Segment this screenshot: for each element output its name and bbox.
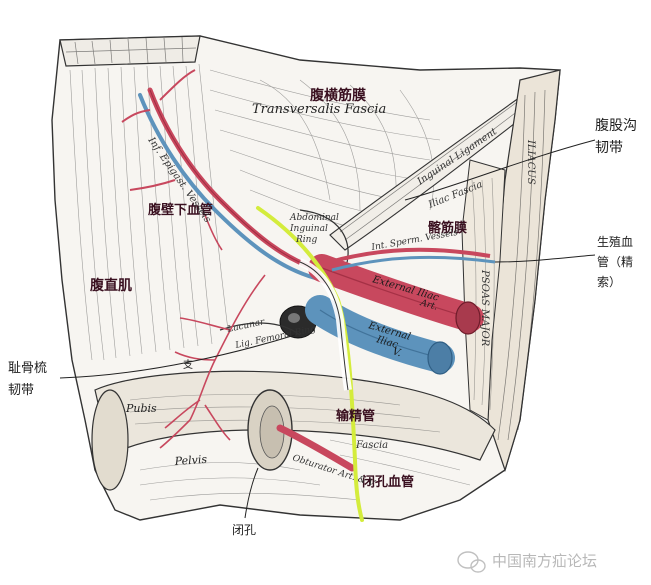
label-spermatic-cn-1: 生殖血 — [597, 234, 633, 249]
label-vas-deferens-cn: 输精管 — [336, 408, 375, 424]
label-abdominal-ring-2: Inguinal — [289, 224, 328, 234]
chat-bubble-icon — [457, 551, 486, 573]
internal-spermatic-vein — [331, 255, 496, 272]
label-obturator-foramen-cn: 闭孔 — [232, 523, 256, 537]
leader-lines — [59, 139, 596, 519]
label-inguinal-ligament-cn-1: 腹股沟 — [595, 117, 637, 134]
label-transversalis-en: Transversalis Fascia — [252, 102, 386, 117]
label-external-iliac-vein-3: V. — [391, 346, 403, 359]
label-spermatic-cn-3: 索） — [597, 275, 621, 289]
obturator-artery — [276, 424, 356, 472]
label-obturator-vessels-cn: 闭孔血管 — [362, 474, 414, 490]
label-abdominal-ring-3: Ring — [295, 235, 317, 245]
label-external-iliac-artery-2: Art. — [418, 298, 438, 313]
label-pectineal-cn-2: 韧带 — [8, 383, 34, 398]
label-pelvis: Pelvis — [173, 453, 207, 468]
label-pubis: Pubis — [125, 402, 157, 415]
label-fascia: Fascia — [355, 440, 388, 451]
label-rectus-cn: 腹直肌 — [90, 277, 132, 294]
pubic-branch — [159, 274, 266, 449]
label-iliac-fascia-cn: 髂筋膜 — [428, 220, 467, 236]
vessels — [121, 69, 496, 472]
label-transversalis-cn: 腹横筋膜 — [310, 87, 366, 104]
abdominal-wall-drawing — [51, 35, 561, 521]
watermark-text: 中国南方疝论坛 — [492, 552, 597, 570]
label-branch-char: 支 — [183, 359, 193, 371]
internal-spermatic-artery — [329, 247, 491, 264]
vas-deferens-highlight — [256, 206, 364, 522]
inferior-epigastric-vein — [138, 93, 317, 280]
label-psoas: PSOAS MAJOR — [479, 269, 490, 347]
label-inguinal-ligament-cn-2: 韧带 — [595, 140, 623, 156]
label-spermatic-cn-2: 管（精 — [597, 254, 633, 269]
label-inferior-epigastric-cn: 腹壁下血管 — [148, 202, 213, 218]
label-pectineal-cn-1: 耻骨梳 — [8, 361, 47, 376]
watermark: 中国南方疝论坛 — [457, 551, 597, 573]
label-iliacus: ILIACUS — [525, 139, 536, 185]
label-abdominal-ring-1: Abdominal — [289, 213, 339, 223]
